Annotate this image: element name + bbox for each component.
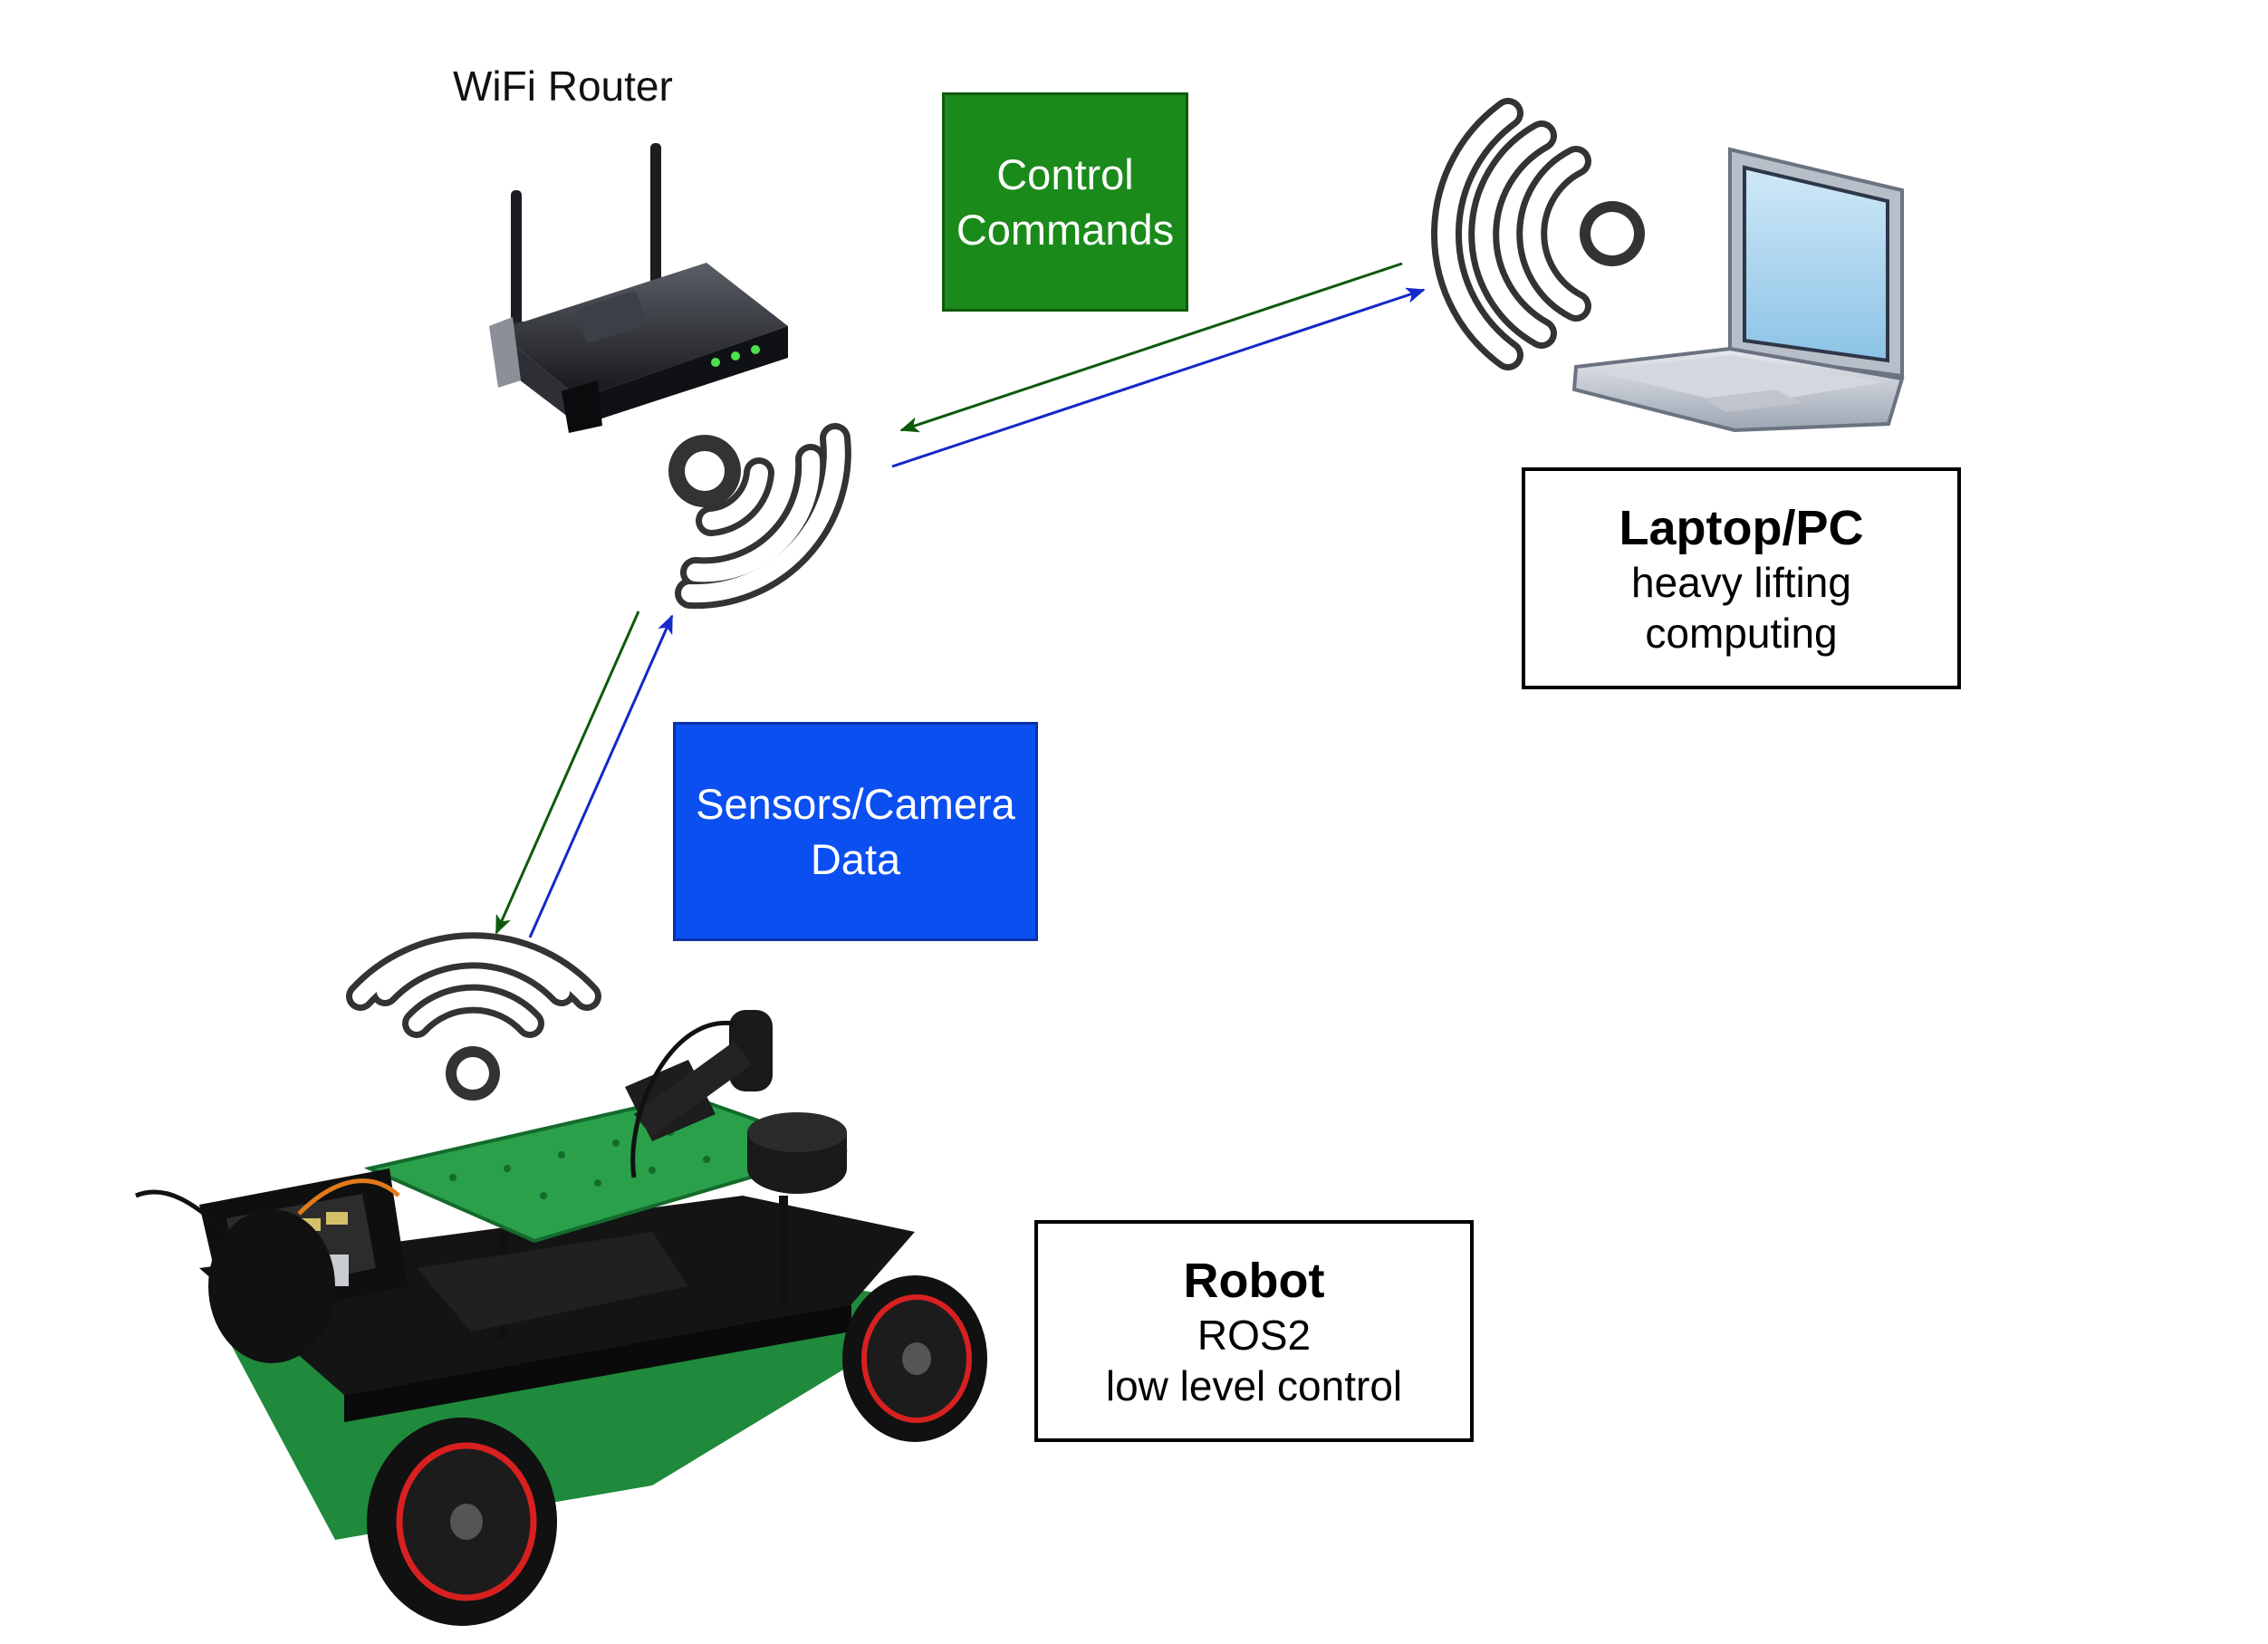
sensor-data-line1: Sensors/Camera: [696, 780, 1015, 828]
robot-wifi-icon: [346, 932, 601, 1101]
sensor-data-line2: Data: [810, 835, 901, 883]
arrow-router-to-robot: [495, 610, 640, 935]
laptop-info-box: Laptop/PC heavy lifting computing: [1522, 467, 1961, 689]
control-commands-line2: Commands: [956, 206, 1175, 254]
wheel: [842, 1275, 987, 1442]
robot-info-box: Robot ROS2 low level control: [1034, 1220, 1474, 1442]
laptop-image: [1571, 147, 1905, 433]
wifi-router-image: [489, 143, 788, 433]
robot-car-image: [135, 1010, 987, 1626]
laptop-line2: computing: [1645, 609, 1838, 657]
router-label: WiFi Router: [453, 62, 673, 110]
arrow-router-to-laptop: [891, 287, 1426, 468]
arrow-robot-to-router: [528, 614, 674, 938]
robot-line1: ROS2: [1196, 1311, 1312, 1359]
laptop-wifi-icon: [1430, 98, 1645, 370]
arrow-laptop-to-router: [899, 262, 1403, 433]
router-wifi-icon: [668, 423, 851, 610]
robot-line2: low level control: [1105, 1361, 1403, 1409]
robot-title: Robot: [1183, 1253, 1325, 1308]
laptop-line1: heavy lifting: [1631, 558, 1851, 606]
control-commands-line1: Control: [996, 150, 1134, 198]
laptop-title: Laptop/PC: [1619, 500, 1864, 555]
wheel: [208, 1209, 335, 1363]
wheel: [367, 1418, 557, 1626]
control-commands-box: Control Commands: [942, 92, 1188, 312]
sensor-data-box: Sensors/Camera Data: [673, 722, 1038, 941]
